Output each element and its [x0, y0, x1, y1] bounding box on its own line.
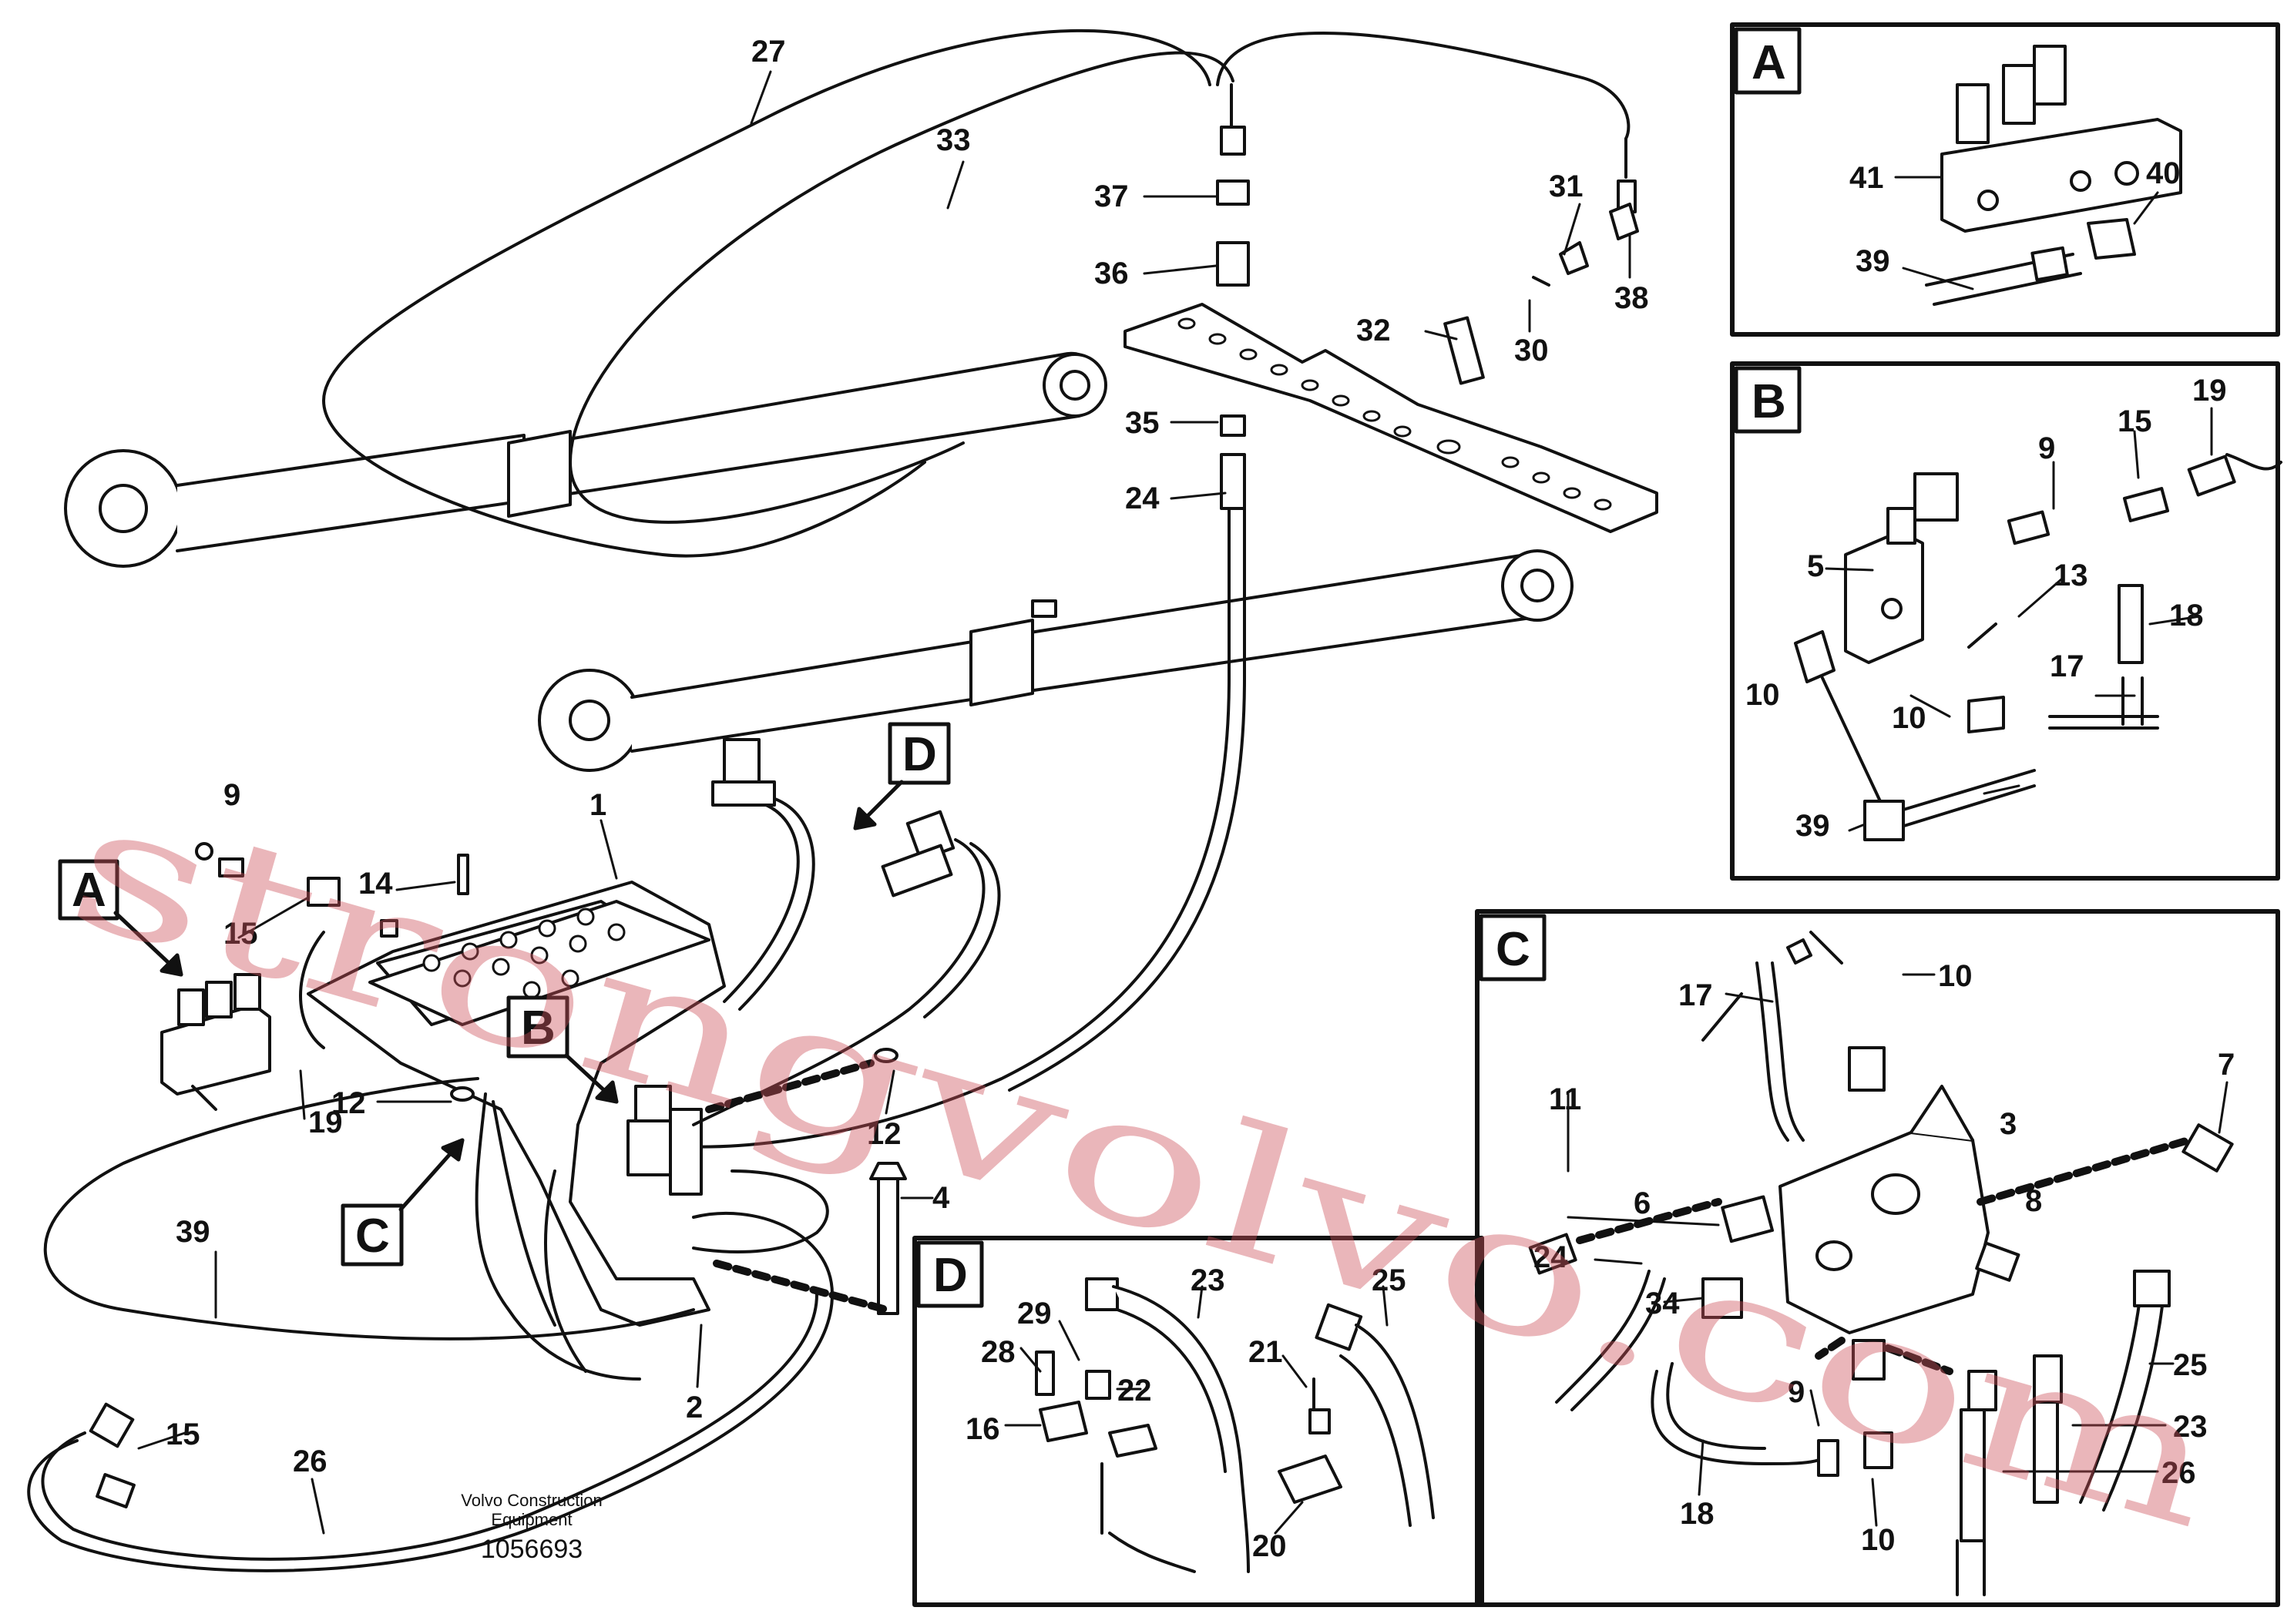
part-label: 22	[1117, 1374, 1152, 1408]
part-label: 13	[2054, 559, 2088, 592]
callout-arrows	[113, 780, 904, 1212]
part-label: 17	[1678, 978, 1713, 1012]
part-label: 37	[1094, 180, 1129, 213]
detail-box-frames	[912, 22, 2280, 1607]
main-part-labels: 27 33 37 36 31 38 32 30 35 24 1 14 15 9 …	[166, 35, 1649, 1478]
part-label: 35	[1125, 406, 1160, 440]
part-label: 39	[176, 1215, 210, 1249]
part-label: 3	[2000, 1107, 2017, 1141]
caption-company-line2: Equipment	[491, 1510, 572, 1529]
detail-c-drawing	[1528, 931, 2234, 1596]
part-label: 12	[331, 1086, 366, 1120]
part-label: 36	[1094, 257, 1129, 290]
part-label: 5	[1807, 549, 1824, 583]
dashed-leaders-main	[705, 1059, 890, 1314]
part-label: 10	[1892, 701, 1926, 735]
part-label: 31	[1549, 169, 1584, 203]
detail-b-labels: 19 9 15 5 13 18 10 10 17 39	[1745, 374, 2227, 843]
detail-d-labels: 23 25 29 22 28 16 21 20	[966, 1263, 1406, 1563]
part-label: 39	[1856, 244, 1890, 278]
detail-a-labels: 41 40 39	[1849, 156, 2181, 278]
lower-lift-cylinder	[538, 549, 1574, 772]
detail-c-labels: 17 10 11 3 7 6 24 8 34 9 25 23 26 18 10	[1533, 959, 2235, 1557]
part-label: 34	[1645, 1287, 1680, 1320]
part-label: 4	[932, 1181, 950, 1215]
detail-d-drawing	[1035, 1277, 1435, 1573]
solenoid-valve-a-main	[160, 973, 271, 1111]
detail-a-drawing	[1925, 45, 2182, 306]
detail-box-c-letter: C	[1496, 923, 1530, 976]
perforated-mounting-plate	[1123, 303, 1658, 533]
detail-b-drawing	[1794, 453, 2282, 841]
detail-box-a-letter: A	[1752, 36, 1786, 89]
perforated-plate-1	[368, 900, 710, 1026]
part-label: 30	[1514, 334, 1549, 367]
part-label: 16	[966, 1412, 1000, 1446]
callout-b-letter: B	[521, 1002, 556, 1055]
fitting-stack	[1216, 83, 1250, 510]
part-label: 2	[686, 1391, 703, 1424]
part-label: 39	[1795, 809, 1830, 843]
part-label: 25	[1372, 1263, 1406, 1297]
part-label: 9	[1788, 1375, 1805, 1409]
long-hose-27	[322, 29, 1631, 558]
part-label: 15	[2118, 404, 2152, 438]
part-label: 38	[1614, 281, 1649, 315]
hose-24-down	[630, 507, 1246, 1149]
callout-d-letter: D	[902, 728, 937, 781]
part-label: 26	[2161, 1456, 2196, 1490]
part-label: 20	[1252, 1529, 1287, 1563]
part-label: 9	[223, 778, 240, 812]
part-label: 33	[936, 123, 971, 157]
part-label: 41	[1849, 161, 1884, 195]
part-label: 26	[293, 1444, 327, 1478]
letter-tag-frames	[58, 27, 1802, 1308]
part-label: 19	[308, 1106, 343, 1139]
part-label: 18	[2169, 599, 2204, 632]
fittings-31-38-32	[1443, 137, 1639, 385]
small-parts-main	[89, 842, 907, 1508]
part-label: 23	[2173, 1410, 2208, 1444]
drawing-number: 1056693	[481, 1535, 583, 1564]
detail-box-b-letter: B	[1752, 375, 1786, 428]
part-label: 19	[2192, 374, 2227, 408]
callout-a-letter: A	[72, 864, 106, 917]
part-label: 8	[2025, 1184, 2042, 1218]
part-label: 28	[981, 1335, 1016, 1369]
part-label: 15	[223, 917, 258, 951]
part-label: 10	[1861, 1523, 1896, 1557]
callout-c-letter: C	[355, 1210, 390, 1263]
part-label: 14	[358, 867, 393, 901]
part-label: 10	[1938, 959, 1973, 993]
part-label: 12	[867, 1117, 902, 1151]
part-label: 11	[1549, 1082, 1581, 1116]
part-label: 17	[2050, 649, 2084, 683]
valve-d-main	[711, 738, 956, 898]
solenoid-valve-main	[626, 1085, 703, 1196]
part-label: 10	[1745, 678, 1780, 712]
part-label: 18	[1680, 1497, 1715, 1531]
part-label: 32	[1356, 314, 1391, 347]
long-hose-33	[569, 51, 1234, 524]
upper-lift-cylinder	[64, 351, 1107, 568]
part-label: 9	[2038, 431, 2055, 465]
part-label: 15	[166, 1418, 200, 1451]
leader-lines	[137, 70, 2229, 1535]
part-label: 27	[751, 35, 786, 69]
part-label: 21	[1248, 1335, 1283, 1369]
detail-box-d-letter: D	[933, 1249, 968, 1302]
part-label: 40	[2146, 156, 2181, 190]
part-label: 24	[1533, 1240, 1568, 1274]
part-label: 25	[2173, 1348, 2208, 1382]
part-label: 23	[1191, 1263, 1225, 1297]
part-label: 29	[1017, 1297, 1052, 1330]
part-label: 1	[589, 788, 606, 822]
part-label: 7	[2218, 1048, 2235, 1082]
part-label: 24	[1125, 481, 1160, 515]
caption-company-line1: Volvo Construction	[461, 1491, 602, 1510]
part-label: 6	[1634, 1186, 1651, 1220]
